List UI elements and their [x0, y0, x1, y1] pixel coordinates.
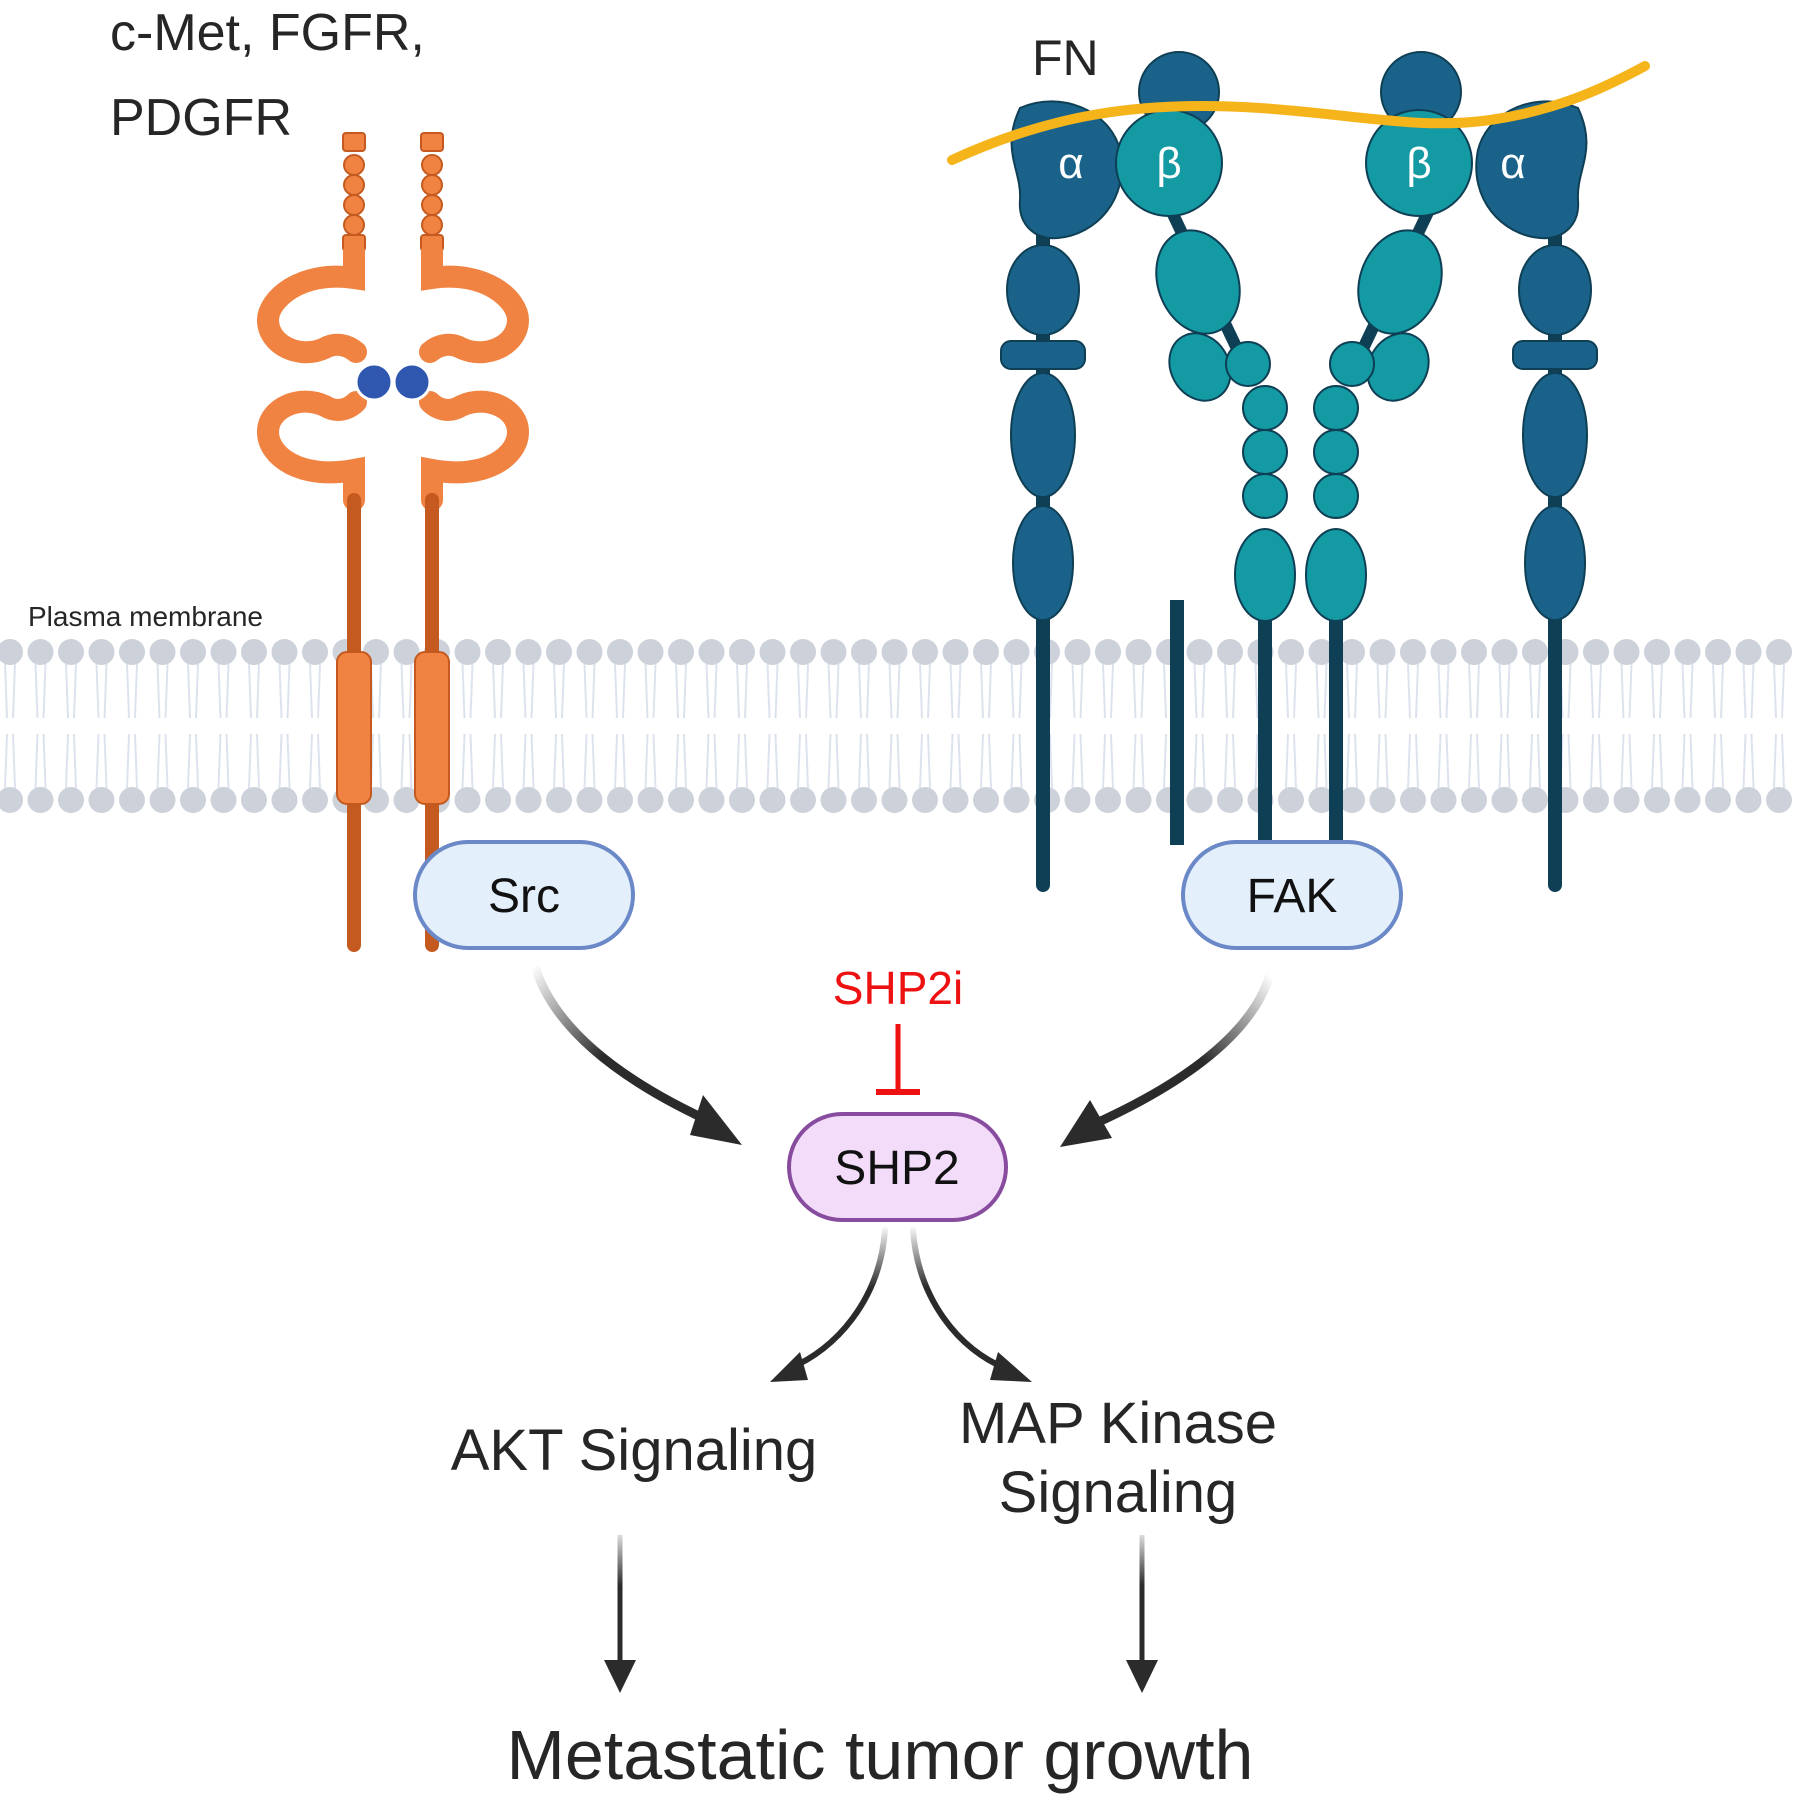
ligand-dot-right [392, 362, 432, 402]
ligand-dot-left [354, 362, 394, 402]
fibronectin-fiber [947, 61, 1650, 165]
integrin-alpha-right [1475, 100, 1598, 892]
arrow-fak-to-shp2 [1087, 970, 1275, 1130]
arrow-shp2-to-akt [787, 1227, 888, 1371]
integrin-alpha-left [1000, 100, 1123, 892]
shp2-inhibitor-label: SHP2i [833, 962, 963, 1014]
plasma-membrane [0, 639, 1792, 813]
arrowhead-mapk-outcome [1126, 1660, 1158, 1693]
arrow-src-to-shp2 [531, 965, 723, 1130]
alpha-label-right: α [1500, 139, 1525, 188]
akt-signaling-label: AKT Signaling [451, 1418, 818, 1483]
arrowhead-akt-outcome [604, 1660, 636, 1693]
fak-node: FAK [1181, 840, 1403, 950]
mapk-signaling-label-line2: Signaling [999, 1460, 1238, 1525]
shp2-label: SHP2 [834, 1142, 959, 1195]
mapk-signaling-label-line1: MAP Kinase [959, 1391, 1277, 1456]
integrin-heterodimer-right [1305, 51, 1598, 892]
fak-label: FAK [1247, 870, 1338, 923]
fibronectin-label: FN [1032, 30, 1099, 86]
alpha-label-left: α [1058, 139, 1083, 188]
receptor-tyrosine-kinase-dimer [256, 132, 530, 952]
arrowhead-fak [1060, 1100, 1112, 1147]
rtk-monomer-right [414, 132, 530, 952]
src-label: Src [488, 870, 560, 923]
shp2-node: SHP2 [787, 1112, 1008, 1222]
src-node: Src [413, 840, 635, 950]
arrowhead-mapk [990, 1352, 1032, 1382]
plasma-membrane-label: Plasma membrane [28, 601, 263, 632]
integrin-beta-right [1305, 51, 1473, 845]
rtk-label-line1: c-Met, FGFR, [110, 4, 425, 62]
rtk-label-line2: PDGFR [110, 89, 292, 147]
arrowhead-akt [770, 1352, 808, 1382]
integrin-heterodimer-left [1000, 51, 1296, 892]
outcome-label: Metastatic tumor growth [507, 1716, 1254, 1794]
rtk-monomer-left [256, 132, 372, 952]
beta-label-left: β [1156, 139, 1181, 188]
arrowhead-src [690, 1095, 742, 1145]
beta-label-right: β [1406, 139, 1431, 188]
integrin-beta-left [1115, 51, 1296, 845]
arrow-shp2-to-mapk [910, 1227, 1008, 1371]
